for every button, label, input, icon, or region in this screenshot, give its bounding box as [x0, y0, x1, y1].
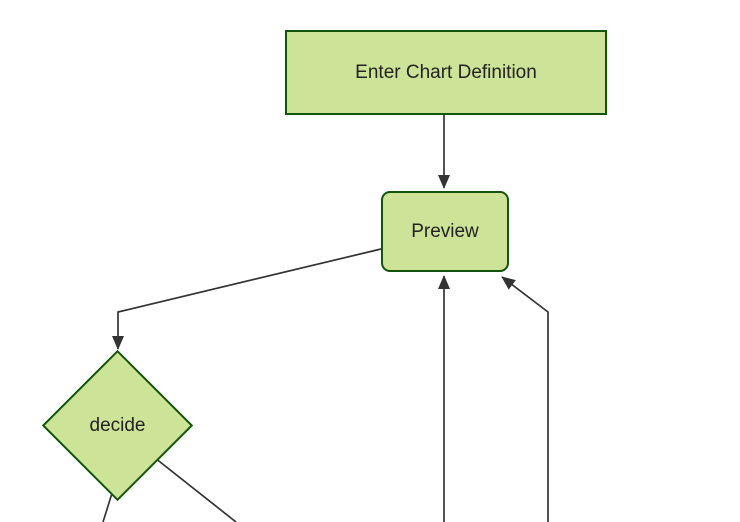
node-enter-chart-definition-label: Enter Chart Definition [355, 61, 537, 83]
node-decide-label: decide [89, 414, 146, 436]
edge-preview-to-decide [112, 248, 382, 350]
node-preview-label: Preview [411, 220, 479, 242]
node-decide: decide [41, 349, 194, 502]
edge-decide-to-offscreen-bottom-right [149, 453, 237, 522]
edge-offscreen-bottom-right-to-preview [501, 276, 549, 522]
node-preview: Preview [381, 191, 509, 272]
node-enter-chart-definition: Enter Chart Definition [285, 30, 607, 115]
